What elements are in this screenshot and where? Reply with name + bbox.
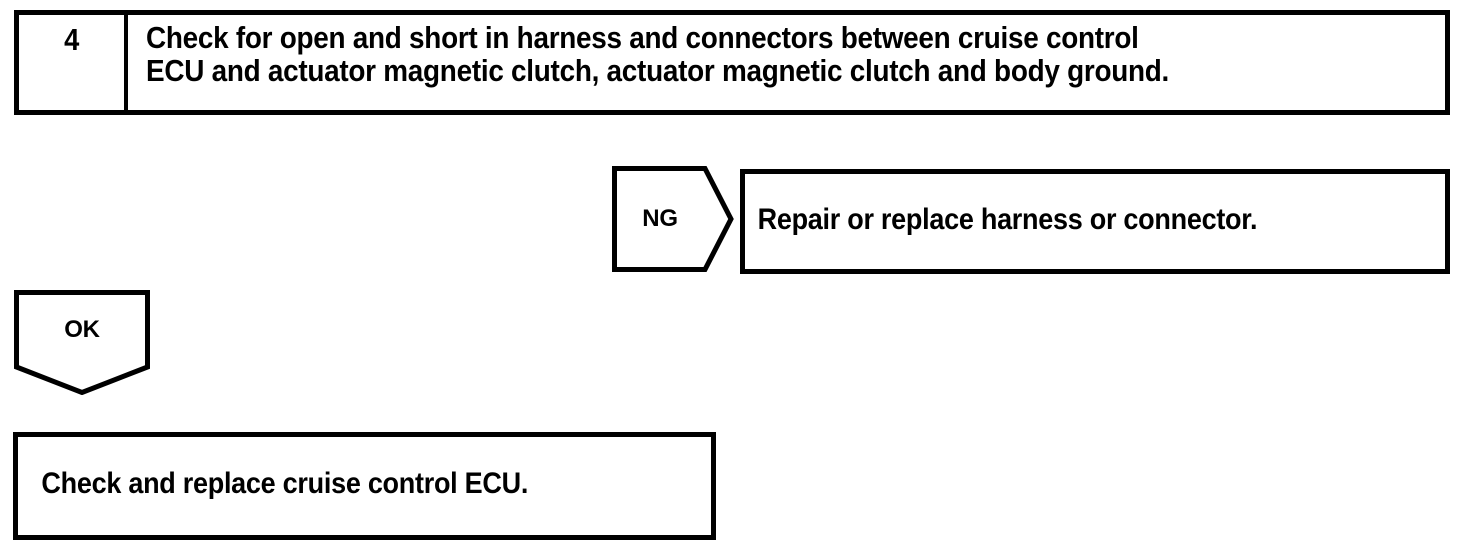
step-box: 4 Check for open and short in harness an… [14,10,1450,115]
ok-branch-label: OK [64,316,100,343]
step-number: 4 [64,22,79,57]
ng-result-text: Repair or replace harness or connector. [757,203,1258,237]
ng-branch-label: NG [642,205,678,232]
ok-branch-arrow: OK [14,290,150,395]
step-number-cell: 4 [19,15,128,110]
step-instruction-cell: Check for open and short in harness and … [132,15,1445,110]
ng-arrow-shape [612,166,734,272]
ok-result-box: Check and replace cruise control ECU. [13,432,716,540]
step-instruction-text: Check for open and short in harness and … [146,20,1170,89]
ok-arrow-shape [14,290,150,395]
ng-branch-arrow: NG [612,166,734,272]
ok-result-text: Check and replace cruise control ECU. [41,467,529,501]
ng-result-box: Repair or replace harness or connector. [740,169,1450,274]
